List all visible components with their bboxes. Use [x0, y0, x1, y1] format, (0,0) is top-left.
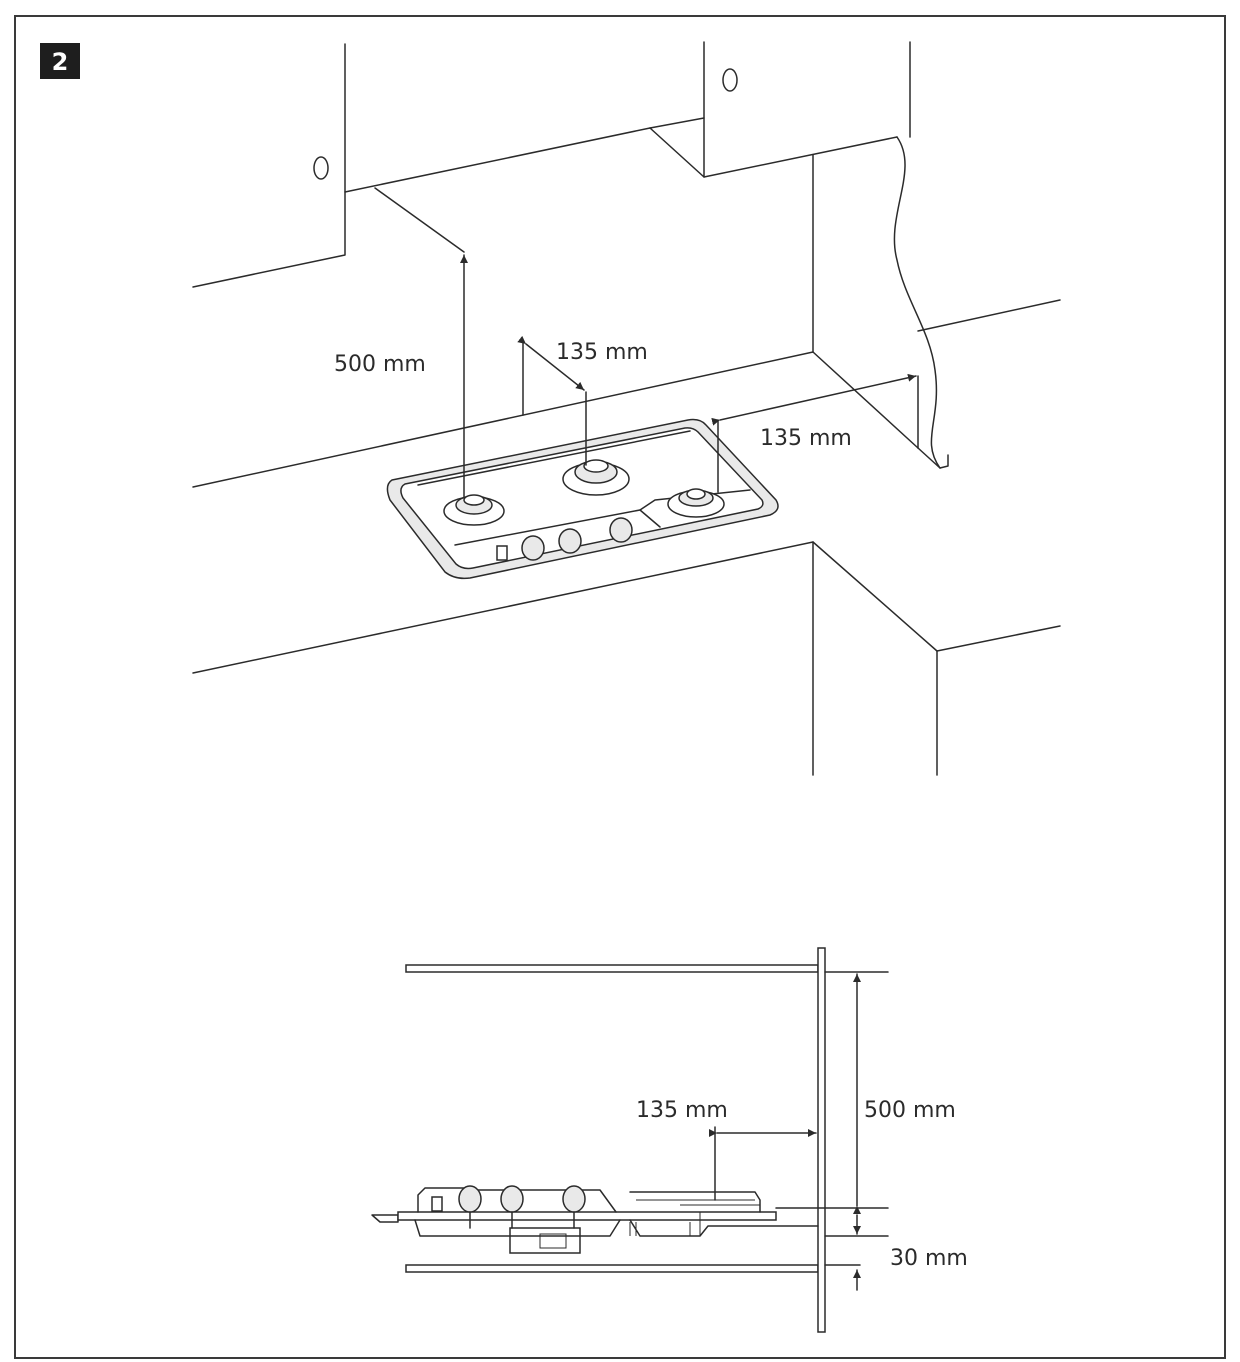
step-badge: 2 [40, 43, 80, 79]
side-view: 135 mm 500 mm 30 mm [371, 947, 968, 1333]
dimension-side-gap-135: 135 mm [711, 373, 917, 493]
side-panel-section [817, 947, 826, 1333]
left-wall-cabinet [192, 43, 651, 288]
dimension-label-side-gap: 135 mm [760, 426, 852, 451]
control-knob-icon [521, 517, 633, 561]
dimension-center-gap-135: 135 mm [517, 335, 648, 466]
cabinet-hinge-hole-icon [313, 156, 329, 180]
dimension-label-side-gap-side: 135 mm [636, 1098, 728, 1123]
gas-hob [386, 418, 779, 580]
side-panel [812, 136, 1061, 469]
perspective-view: 500 mm 135 mm 135 mm [192, 41, 1061, 776]
burner-left-icon [443, 494, 505, 526]
upper-cabinet-bottom [405, 964, 819, 973]
step-number: 2 [52, 48, 69, 76]
dimension-label-center-gap: 135 mm [556, 340, 648, 365]
worktop [192, 351, 1061, 674]
cabinet-hinge-hole-icon [722, 68, 738, 92]
dimension-label-height-side: 500 mm [864, 1098, 956, 1123]
gas-hob-side [371, 1185, 819, 1254]
base-cabinet [812, 541, 938, 776]
dimension-label-height: 500 mm [334, 352, 426, 377]
control-switch-icon [496, 545, 508, 561]
right-wall-cabinet [649, 41, 911, 178]
burner-center-icon [562, 459, 630, 496]
dimension-height-500: 500 mm [334, 254, 468, 498]
control-knob-icon [458, 1185, 586, 1229]
figure-frame [14, 15, 1226, 1359]
burner-right-icon [667, 488, 725, 518]
dimension-side-gap-135-side: 135 mm [636, 1098, 817, 1201]
dimension-height-500-side: 500 mm [775, 971, 956, 1214]
lower-panel [405, 1264, 819, 1273]
dimension-depth-30: 30 mm [824, 1214, 968, 1291]
dimension-label-depth: 30 mm [890, 1246, 968, 1271]
